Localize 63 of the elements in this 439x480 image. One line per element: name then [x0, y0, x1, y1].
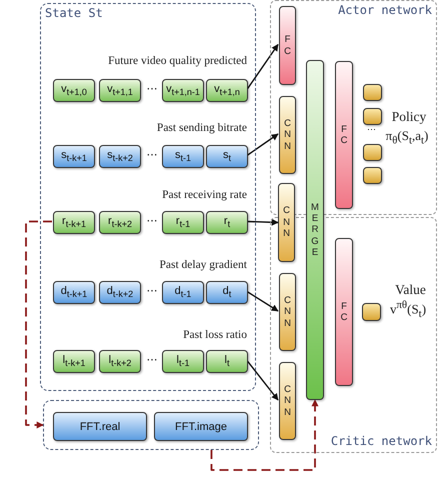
- output-unit: [363, 167, 382, 184]
- row-heading: Past sending bitrate: [156, 122, 247, 134]
- arrow: [246, 133, 279, 156]
- ellipsis-mark: ⋯: [146, 214, 158, 227]
- feature-tile: d$_{t-1}$: [162, 281, 204, 304]
- output-unit: [363, 108, 382, 125]
- feature-tile: s$_{t-1}$: [162, 145, 204, 168]
- feature-tile: s$_{t-k+1}$: [53, 145, 95, 168]
- dashed-arrow: [25, 220, 52, 428]
- ellipsis-mark: ⋯: [146, 284, 158, 297]
- feature-tile: v$_{t+1,0}$: [53, 79, 95, 102]
- feature-tile: l$_{t-k+1}$: [53, 350, 95, 373]
- group-title: Critic network: [330, 434, 432, 448]
- feature-tile: v$_{t+1,n-1}$: [162, 79, 204, 102]
- dashed-arrow: [210, 399, 318, 471]
- arrow: [246, 218, 279, 226]
- feature-tile: d$_{t}$: [206, 281, 248, 304]
- feature-tile: s$_{t-k+2}$: [99, 145, 141, 168]
- cnn-layer: CNN: [278, 183, 295, 262]
- feature-tile: l$_{t}$: [206, 350, 248, 373]
- feature-tile: l$_{t-k+2}$: [99, 350, 141, 373]
- fc-layer: FC: [335, 238, 353, 386]
- ellipsis-mark: ⋯: [146, 148, 158, 161]
- ellipsis-mark: ⋯: [146, 82, 158, 95]
- output-unit: [363, 144, 382, 161]
- arrow: [246, 360, 279, 401]
- row-heading: Past loss ratio: [182, 329, 247, 341]
- merge-layer: MERGE: [306, 60, 324, 400]
- output-unit: [363, 84, 382, 101]
- output-title: Policy: [390, 109, 428, 125]
- feature-tile: r$_{t-k+2}$: [99, 211, 141, 234]
- output-unit: [362, 303, 381, 321]
- feature-tile: d$_{t-k+1}$: [53, 281, 95, 304]
- feature-tile: r$_{t-1}$: [162, 211, 204, 234]
- arrow: [246, 290, 279, 312]
- formula-label: π$_{θ}$(S$_{t}$,a$_{t}$): [384, 128, 430, 147]
- feature-tile: d$_{t-k+2}$: [99, 281, 141, 304]
- ellipsis-mark: ⋯: [366, 124, 377, 134]
- feature-tile: s$_{t}$: [206, 145, 248, 168]
- group-title: Actor network: [338, 3, 432, 17]
- feature-tile: v$_{t+1,n}$: [206, 79, 248, 102]
- output-title: Value: [394, 282, 427, 298]
- fft-group: [43, 400, 259, 450]
- feature-tile: r$_{t}$: [206, 211, 248, 234]
- feature-tile: v$_{t+1,1}$: [99, 79, 141, 102]
- formula-label: v$^{πθ}$(S$_{t}$): [388, 299, 428, 320]
- cnn-layer: CNN: [279, 362, 296, 440]
- row-heading: Past receiving rate: [161, 189, 247, 201]
- cnn-layer: CNN: [279, 96, 296, 174]
- fc-layer: FC: [335, 61, 353, 209]
- fft-tile: FFT.real: [53, 412, 147, 441]
- row-heading: Future video quality predicted: [107, 55, 247, 67]
- cnn-layer: CNN: [279, 273, 296, 351]
- fft-tile: FFT.image: [154, 412, 248, 441]
- arrow: [246, 44, 279, 90]
- fc-layer: FC: [279, 6, 296, 85]
- feature-tile: r$_{t-k+1}$: [53, 211, 95, 234]
- actor-network-region: [270, 0, 437, 215]
- feature-tile: l$_{t-1}$: [162, 350, 204, 373]
- group-title: State St: [45, 6, 103, 20]
- ellipsis-mark: ⋯: [146, 353, 158, 366]
- state-group: [40, 3, 256, 391]
- row-heading: Past delay gradient: [158, 259, 247, 271]
